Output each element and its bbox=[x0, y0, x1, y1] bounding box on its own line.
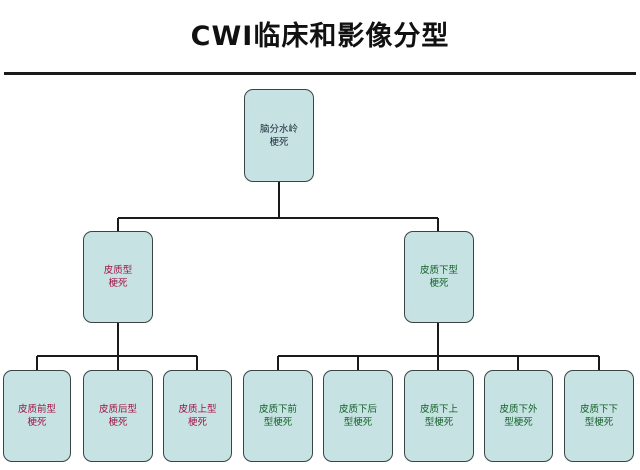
node-root-label: 脑分水岭 梗死 bbox=[259, 123, 298, 148]
node-subcortical-superior-label: 皮质下上 型梗死 bbox=[419, 404, 458, 428]
node-cortical-anterior: 皮质前型 梗死 bbox=[3, 370, 71, 462]
node-subcortical-inferior-label: 皮质下下 型梗死 bbox=[579, 404, 618, 428]
title-divider bbox=[4, 72, 636, 75]
node-cortical-superior: 皮质上型 梗死 bbox=[163, 370, 232, 462]
node-subcortical: 皮质下型 梗死 bbox=[404, 231, 474, 323]
node-cortical: 皮质型 梗死 bbox=[83, 231, 153, 323]
node-cortical-label: 皮质型 梗死 bbox=[103, 265, 133, 289]
node-subcortical-anterior-label: 皮质下前 型梗死 bbox=[258, 404, 297, 428]
node-subcortical-posterior: 皮质下后 型梗死 bbox=[323, 370, 393, 462]
node-cortical-posterior-label: 皮质后型 梗死 bbox=[98, 404, 137, 428]
node-subcortical-anterior: 皮质下前 型梗死 bbox=[243, 370, 313, 462]
node-subcortical-label: 皮质下型 梗死 bbox=[419, 265, 458, 289]
node-subcortical-lateral: 皮质下外 型梗死 bbox=[484, 370, 553, 462]
node-root: 脑分水岭 梗死 bbox=[244, 89, 314, 182]
node-cortical-anterior-label: 皮质前型 梗死 bbox=[17, 404, 56, 428]
page-title: CWI临床和影像分型 bbox=[190, 21, 450, 52]
node-subcortical-lateral-label: 皮质下外 型梗死 bbox=[499, 404, 538, 428]
node-cortical-superior-label: 皮质上型 梗死 bbox=[178, 404, 217, 428]
node-subcortical-inferior: 皮质下下 型梗死 bbox=[564, 370, 634, 462]
node-subcortical-posterior-label: 皮质下后 型梗死 bbox=[338, 404, 377, 428]
node-subcortical-superior: 皮质下上 型梗死 bbox=[404, 370, 474, 462]
node-cortical-posterior: 皮质后型 梗死 bbox=[83, 370, 153, 462]
